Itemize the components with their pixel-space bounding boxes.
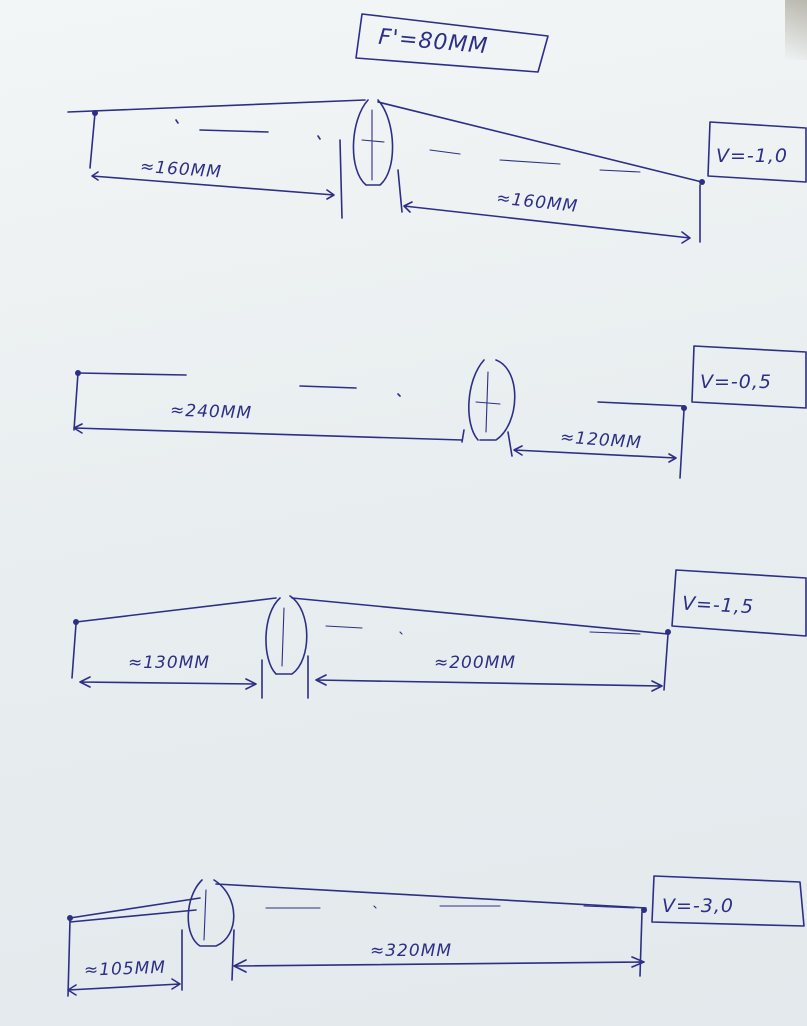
object-ray: [69, 897, 201, 923]
object-tick: [89, 112, 96, 169]
object-distance-label: ≈105MM: [84, 958, 167, 981]
setup-3: ≈130MM ≈200MM V=-1,5: [71, 569, 807, 699]
dimension-arrow: [315, 674, 663, 692]
lens-marks: [361, 109, 385, 181]
image-distance-label: ≈320MM: [370, 941, 452, 961]
focal-length-title: F'=80MM: [355, 13, 549, 73]
setup-2: ≈240MM ≈120MM V=-0,5: [73, 345, 807, 479]
lens-ext-right: [397, 169, 403, 213]
dimension-arrow: [67, 978, 181, 996]
dimension-arrow: [91, 171, 335, 200]
image-tick: [663, 633, 669, 691]
object-ray: [67, 99, 366, 113]
magnification-box: [707, 121, 807, 183]
magnification-box: [671, 569, 807, 637]
lens-icon: [352, 99, 394, 186]
image-ray: [377, 101, 703, 183]
setup-4: ≈105MM ≈320MM V=-3,0: [67, 875, 805, 997]
dimension-arrow: [233, 956, 645, 973]
dimension-arrow: [73, 423, 463, 441]
image-ray: [597, 401, 685, 407]
magnification-box: [651, 875, 805, 927]
magnification-value: V=-0,5: [700, 371, 772, 393]
lens-marks: [203, 889, 207, 941]
image-point: [681, 405, 687, 411]
lens-ext-right: [231, 929, 235, 981]
lens-ext-left: [339, 139, 343, 219]
magnification-box: [691, 345, 807, 409]
object-ray: [77, 372, 401, 397]
dimension-arrow: [79, 676, 257, 690]
object-tick: [71, 623, 77, 679]
lens-marks: [281, 607, 285, 667]
image-tick: [679, 409, 685, 479]
dimension-arrow: [403, 201, 691, 244]
image-ray: [291, 597, 669, 635]
image-ray: [215, 883, 647, 909]
image-distance-label: ≈200MM: [434, 653, 516, 673]
object-tick: [73, 372, 79, 431]
object-ray: [75, 597, 277, 623]
object-distance-label: ≈240MM: [170, 401, 253, 424]
setup-1: ≈160MM ≈160MM V=-1,0: [67, 99, 807, 244]
magnification-value: V=-1,5: [681, 593, 754, 619]
sketch-strokes-2: [429, 149, 641, 173]
magnification-value: V=-3,0: [662, 895, 734, 917]
lens-marks: [475, 371, 501, 433]
object-tick: [67, 919, 71, 997]
object-distance-label: ≈160MM: [139, 157, 222, 183]
sketch-strokes: [265, 905, 635, 909]
sketch-strokes: [175, 119, 321, 140]
image-tick: [639, 911, 643, 977]
lens-icon: [265, 595, 308, 675]
paper-edge-shadow: [785, 0, 807, 60]
magnification-value: V=-1,0: [716, 145, 788, 167]
image-distance-label: ≈120MM: [559, 428, 642, 454]
dimension-arrow: [513, 445, 677, 463]
lens-icon: [187, 879, 235, 947]
lens-ext-right: [507, 431, 513, 457]
title-text: F'=80MM: [377, 25, 489, 60]
lens-icon: [468, 359, 516, 441]
image-point: [665, 629, 671, 635]
image-point: [699, 179, 705, 185]
title-box: [355, 13, 549, 73]
object-distance-label: ≈130MM: [128, 653, 210, 673]
sketch-strokes: [325, 625, 641, 635]
image-distance-label: ≈160MM: [495, 188, 579, 216]
